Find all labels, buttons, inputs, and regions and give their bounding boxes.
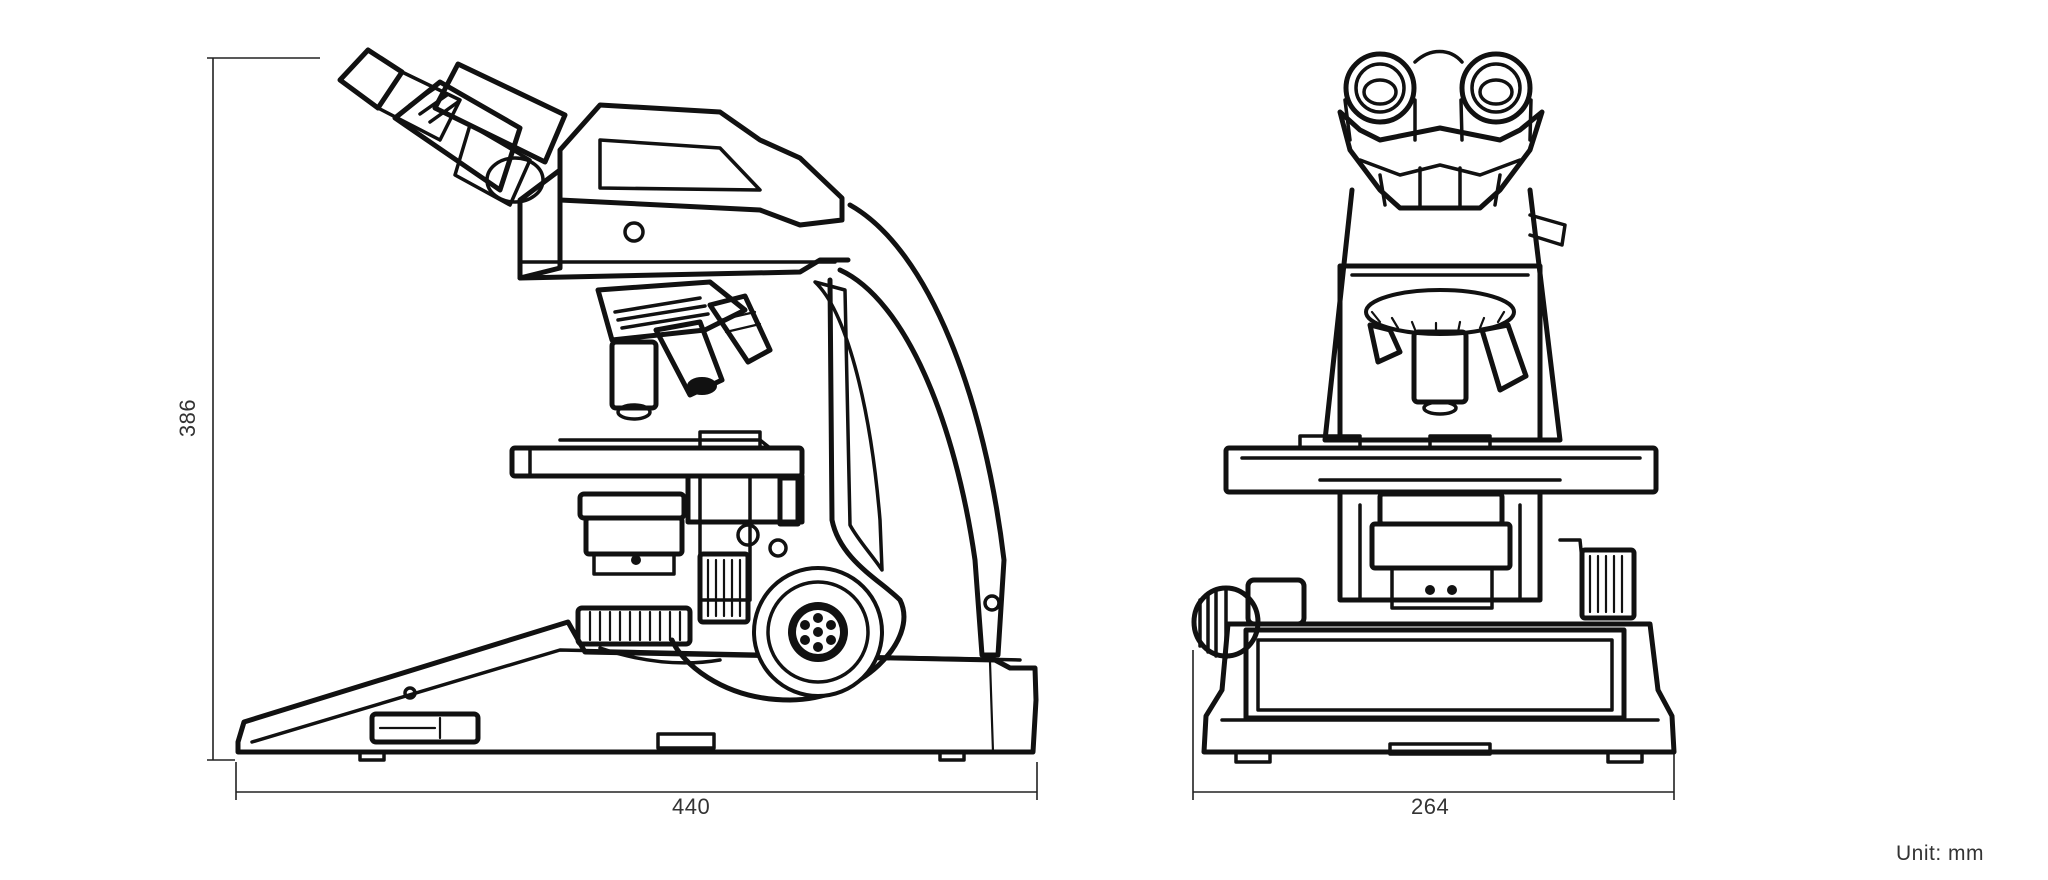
height-dimension-label: 386 xyxy=(175,398,200,438)
height-dimension-line xyxy=(207,57,320,761)
front-head xyxy=(1337,109,1567,247)
side-eyepieces xyxy=(337,47,568,207)
side-nosepiece-objectives xyxy=(595,279,773,421)
front-condenser xyxy=(1337,489,1543,610)
side-focus-knobs xyxy=(697,538,884,698)
front-nosepiece-objectives xyxy=(1364,288,1529,416)
front-stage xyxy=(1223,434,1659,495)
side-stage xyxy=(509,430,805,602)
microscope-front-view xyxy=(1191,49,1677,764)
side-objective-1 xyxy=(609,339,659,411)
side-objective-2 xyxy=(653,319,725,398)
side-arm xyxy=(598,202,1007,703)
side-base xyxy=(235,619,1039,762)
side-objective-3 xyxy=(707,293,773,365)
side-width-dimension-label: 440 xyxy=(672,794,711,819)
unit-label: Unit: mm xyxy=(1896,842,1984,865)
front-width-dimension-line xyxy=(1192,650,1675,800)
side-width-dimension-line xyxy=(235,762,1038,800)
microscope-side-view xyxy=(235,47,1039,762)
front-width-dimension-label: 264 xyxy=(1411,794,1450,819)
side-field-diaphragm xyxy=(575,605,693,647)
side-head xyxy=(517,102,851,281)
front-base xyxy=(1201,621,1677,764)
side-condenser xyxy=(577,491,687,576)
side-switch-panel xyxy=(369,711,481,745)
front-arm xyxy=(1322,187,1563,443)
